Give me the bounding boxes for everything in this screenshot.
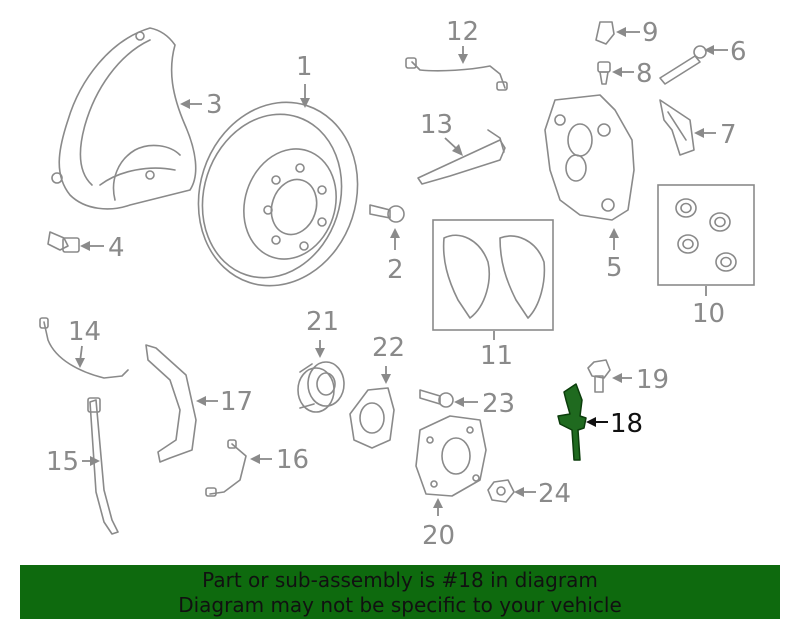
callout-24: 24	[538, 479, 571, 509]
part-17-bracket	[145, 344, 197, 463]
part-22-dust-shield	[349, 387, 395, 449]
leader-21: 21	[306, 307, 339, 358]
callout-10: 10	[692, 299, 725, 329]
leader-2: 2	[387, 228, 404, 285]
callout-7: 7	[720, 120, 737, 150]
callout-13: 13	[420, 110, 453, 140]
banner-line-2: Diagram may not be specific to your vehi…	[178, 593, 622, 617]
part-5-caliper	[544, 94, 635, 221]
callout-1: 1	[296, 52, 313, 82]
leader-5: 5	[606, 228, 623, 283]
part-1-brake-rotor	[197, 101, 359, 287]
part-19-bolt	[587, 359, 611, 393]
part-21-bearing	[297, 361, 345, 413]
callout-6: 6	[730, 37, 747, 67]
callout-4: 4	[108, 233, 125, 263]
leader-24: 24	[514, 479, 571, 509]
callout-9: 9	[642, 18, 659, 48]
leader-6: 6	[704, 37, 747, 67]
leader-9: 9	[616, 18, 659, 48]
part-3-splash-shield	[51, 27, 197, 210]
part-11-brake-pads: 11	[432, 219, 554, 371]
leader-16: 16	[250, 445, 309, 475]
leader-8: 8	[612, 59, 653, 89]
leader-1: 1	[296, 52, 313, 108]
leader-13: 13	[420, 110, 463, 156]
part-16-wear-sensor	[205, 439, 247, 497]
leader-18: 18	[586, 409, 643, 439]
callout-5: 5	[606, 253, 623, 283]
part-13-clip	[417, 129, 506, 185]
callout-22: 22	[372, 333, 405, 363]
leader-7: 7	[694, 120, 737, 150]
callout-17: 17	[220, 387, 253, 417]
part-24-nut	[487, 479, 515, 503]
callout-2: 2	[387, 255, 404, 285]
callout-14: 14	[68, 317, 101, 347]
part-2-bolt	[369, 204, 405, 223]
part-20-hub	[415, 415, 487, 497]
callout-11: 11	[480, 341, 513, 371]
leader-14: 14	[68, 317, 101, 368]
callout-18: 18	[610, 409, 643, 439]
leader-12: 12	[446, 17, 479, 64]
banner-line-1: Part or sub-assembly is #18 in diagram	[202, 568, 598, 592]
part-info-banner: Part or sub-assembly is #18 in diagram D…	[20, 565, 780, 619]
leader-22: 22	[372, 333, 405, 384]
callout-23: 23	[482, 389, 515, 419]
callout-8: 8	[636, 59, 653, 89]
part-23-bolt	[419, 389, 454, 408]
part-9-clip	[595, 21, 615, 45]
part-15-brake-hose	[87, 397, 119, 535]
part-18-highlighted-bracket[interactable]	[557, 383, 587, 461]
callout-3: 3	[206, 90, 223, 120]
leader-4: 4	[80, 233, 125, 263]
leader-15: 15	[46, 447, 100, 477]
part-6-bolt	[659, 45, 707, 85]
callout-20: 20	[422, 521, 455, 551]
leader-3: 3	[180, 90, 223, 120]
callout-16: 16	[276, 445, 309, 475]
part-12-wear-sensor	[405, 57, 508, 91]
part-7-spring	[659, 99, 695, 156]
callout-15: 15	[46, 447, 79, 477]
part-14-sensor-wire	[39, 317, 129, 379]
leader-20: 20	[422, 498, 455, 551]
leader-23: 23	[454, 389, 515, 419]
callout-12: 12	[446, 17, 479, 47]
leader-17: 17	[196, 387, 253, 417]
callout-21: 21	[306, 307, 339, 337]
part-4-bolt	[47, 231, 80, 253]
leader-19: 19	[612, 365, 669, 395]
parts-diagram: 3 1 4 2	[39, 17, 755, 551]
callout-19: 19	[636, 365, 669, 395]
part-8-bleeder	[597, 61, 611, 85]
part-10-seal-kit: 10	[657, 184, 755, 329]
